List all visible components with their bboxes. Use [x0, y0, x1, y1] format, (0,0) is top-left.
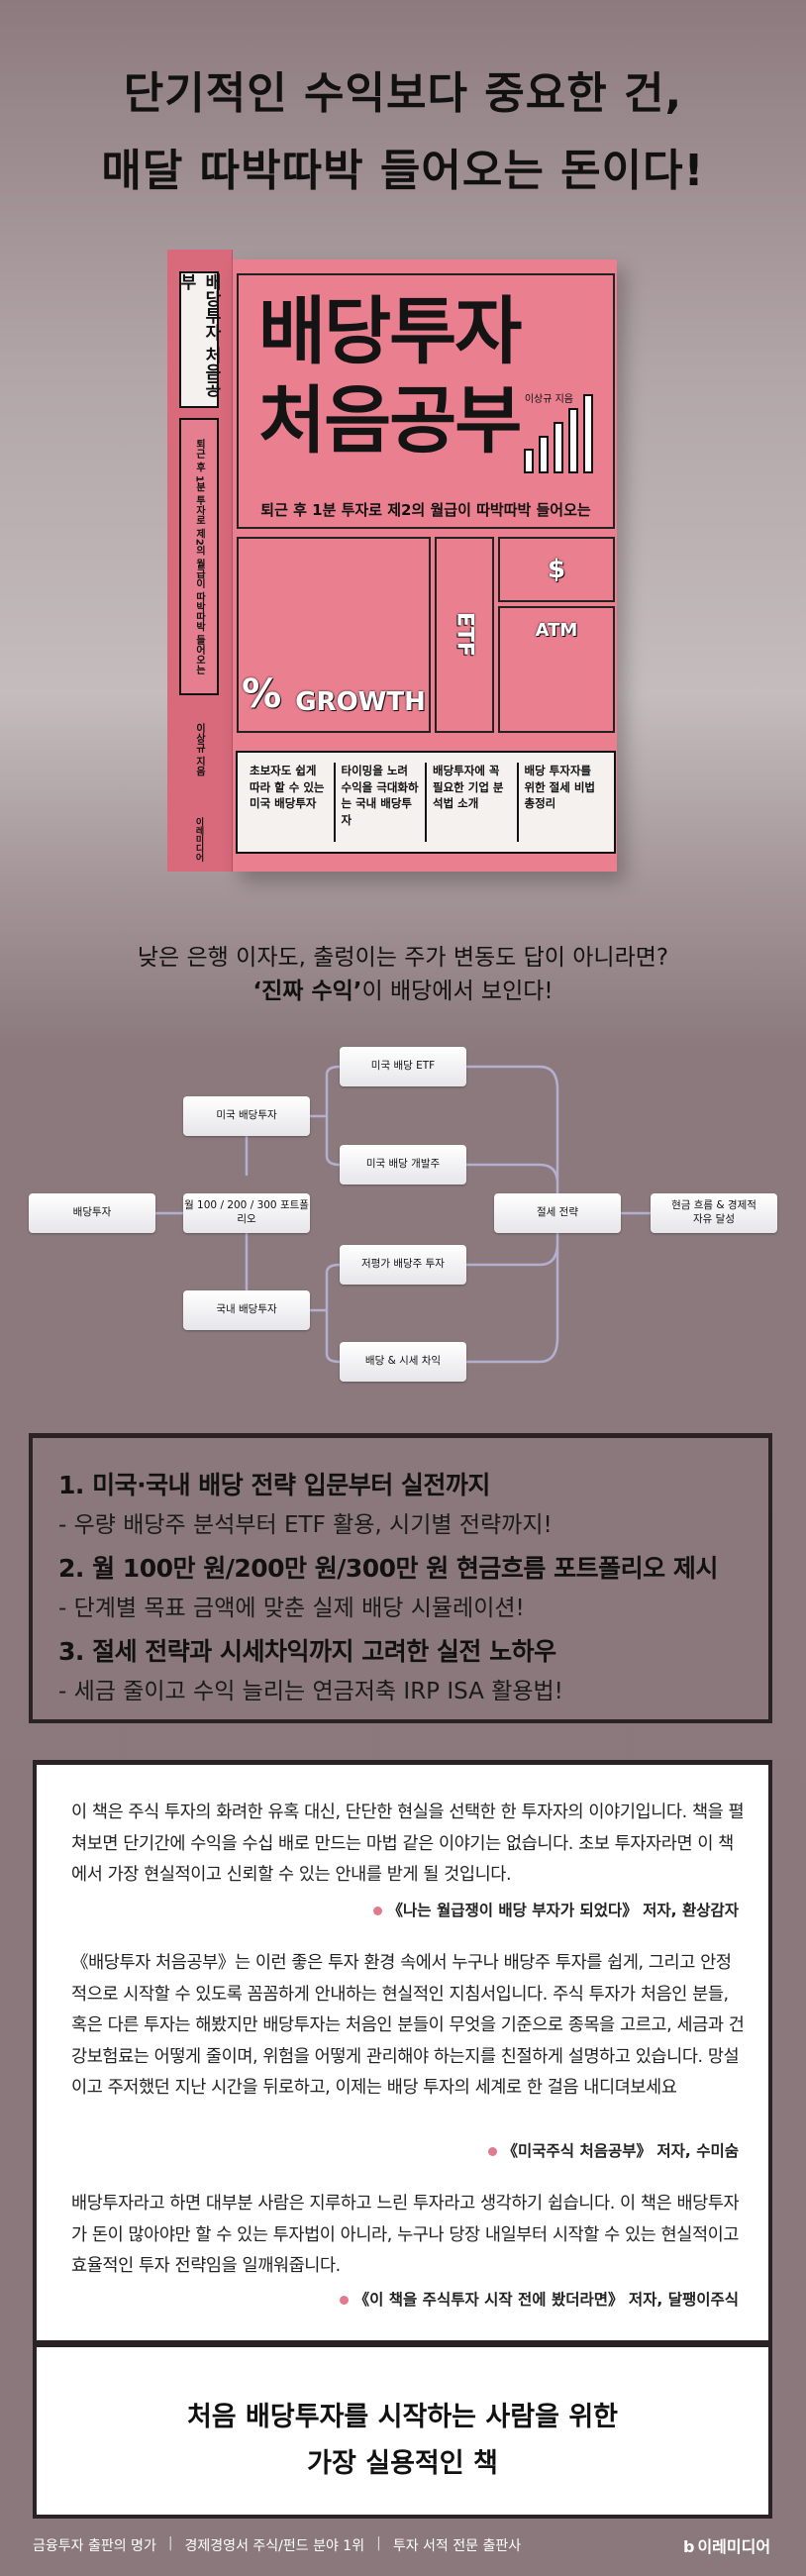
node-goal: 현금 흐름 & 경제적 자유 달성 — [651, 1193, 777, 1233]
cover-title-box: 배당투자 처음공부 이상규 지음 퇴근 후 1분 투자로 제2의 월급이 따박따… — [237, 273, 615, 529]
connector — [310, 1263, 341, 1364]
connector — [465, 1233, 559, 1364]
node-root: 배당투자 — [29, 1193, 155, 1233]
lede-emphasis: ‘진짜 수익’ — [252, 979, 362, 1004]
node-us: 미국 배당투자 — [183, 1096, 310, 1136]
cover-feature: 배당투자에 꼭 필요한 기업 분석법 소개 — [427, 763, 519, 842]
growth-chart-icon — [524, 384, 593, 473]
cover-feature: 배당 투자자를 위한 절세 비법 총정리 — [524, 764, 596, 811]
features-box: 1. 미국·국내 배당 전략 입문부터 실전까지 - 우량 배당주 분석부터 E… — [29, 1433, 772, 1723]
cover-feature: 초보자도 쉽게 따라 할 수 있는 미국 배당투자 — [244, 763, 336, 842]
cover-feature-strip: 초보자도 쉽게 따라 할 수 있는 미국 배당투자 타이밍을 노려 수익을 극대… — [236, 751, 616, 854]
feature-title: 1. 미국·국내 배당 전략 입문부터 실전까지 — [58, 1471, 490, 1499]
node-us-etf: 미국 배당 ETF — [340, 1047, 466, 1086]
connector — [310, 1065, 341, 1167]
node-kr-gain: 배당 & 시세 차익 — [340, 1342, 466, 1382]
feature-desc: - 우량 배당주 분석부터 ETF 활용, 시기별 전략까지! — [58, 1512, 553, 1538]
node-kr: 국내 배당투자 — [183, 1290, 310, 1330]
headline-line1: 단기적인 수익보다 중요한 건, — [123, 68, 683, 119]
testimonial-text: 《배당투자 처음공부》는 이런 좋은 투자 환경 속에서 누구나 배당주 투자를… — [71, 1953, 745, 2098]
spine-subtitle: 퇴근 후 1분 투자로 제2의 월급이 따박따박 들어오는 — [179, 418, 219, 695]
testimonial-attribution: 《이 책을 주식투자 시작 전에 봤더라면》 저자, 달팽이주식 — [340, 2288, 739, 2310]
lede-line1: 낮은 은행 이자도, 출렁이는 주가 변동도 답이 아니라면? — [137, 945, 669, 971]
feature-title: 2. 월 100만 원/200만 원/300만 원 현금흐름 포트폴리오 제시 — [58, 1554, 718, 1583]
footer-item: 경제경영서 주식/펀드 분야 1위 — [184, 2538, 365, 2554]
panel-etf: ETF — [435, 537, 494, 733]
spine-title: 배당투자 처음공부 — [176, 271, 221, 408]
book-cover: 배당투자 처음공부 이상규 지음 퇴근 후 1분 투자로 제2의 월급이 따박따… — [233, 259, 617, 872]
node-kr-value: 저평가 배당주 투자 — [340, 1245, 466, 1285]
feature-title: 3. 절세 전략과 시세차익까지 고려한 실전 노하우 — [58, 1637, 556, 1666]
footer-separator: | — [167, 2535, 173, 2551]
closing-line2: 가장 실용적인 책 — [307, 2448, 498, 2479]
cover-subtitle: 퇴근 후 1분 투자로 제2의 월급이 따박따박 들어오는 — [260, 501, 591, 519]
percent-icon: % — [242, 671, 282, 717]
panel-atm: ATM — [498, 606, 615, 733]
footer-taglines: 금융투자 출판의 명가 | 경제경영서 주식/펀드 분야 1위 | 투자 서적 … — [33, 2535, 521, 2555]
b-logo-icon: b — [683, 2537, 695, 2556]
testimonial-attribution: 《나는 월급쟁이 배당 부자가 되었다》 저자, 환상감자 — [373, 1899, 739, 1920]
cover-title-line2: 처음공부 — [258, 378, 522, 464]
headline-line2: 매달 따박따박 들어오는 돈이다! — [101, 146, 705, 196]
node-tax: 절세 전략 — [494, 1193, 621, 1233]
testimonial-text: 배당투자라고 하면 대부분 사람은 지루하고 느린 투자라고 생각하기 쉽습니다… — [71, 2194, 740, 2276]
closing-line1: 처음 배당투자를 시작하는 사람을 위한 — [186, 2402, 619, 2432]
node-portfolio: 월 100 / 200 / 300 포트폴리오 — [183, 1193, 310, 1233]
cover-title-line1: 배당투자 — [258, 289, 522, 374]
book-spine: 배당투자 처음공부 퇴근 후 1분 투자로 제2의 월급이 따박따박 들어오는 … — [167, 250, 233, 872]
lede-line2: ‘진짜 수익’이 배당에서 보인다! — [0, 972, 806, 1005]
feature-desc: - 단계별 목표 금액에 맞춘 실제 배당 시뮬레이션! — [58, 1596, 525, 1621]
connector — [465, 1065, 559, 1193]
growth-label: GROWTH — [295, 687, 426, 717]
spine-author: 이상규 지음 — [193, 723, 205, 776]
lede-rest: 이 배당에서 보인다! — [361, 979, 554, 1004]
panel-money-bag: $ — [498, 537, 615, 602]
footer-item: 투자 서적 전문 출판사 — [392, 2538, 522, 2554]
footer-separator: | — [376, 2535, 381, 2551]
feature-desc: - 세금 줄이고 수익 늘리는 연금저축 IRP ISA 활용법! — [58, 1679, 563, 1704]
footer-item: 금융투자 출판의 명가 — [33, 2538, 156, 2554]
testimonials-box: 이 책은 주식 투자의 화려한 유혹 대신, 단단한 현실을 선택한 한 투자자… — [33, 1760, 772, 2344]
testimonial-attribution: 《미국주식 처음공부》 저자, 수미숨 — [488, 2139, 739, 2161]
panel-growth: % GROWTH — [237, 537, 431, 733]
node-us-growth: 미국 배당 개발주 — [340, 1145, 466, 1185]
diagram-connectors — [154, 1065, 651, 1364]
spine-publisher: 이레미디어 — [193, 816, 204, 862]
cover-author: 이상규 지음 — [524, 394, 573, 405]
publisher-name: 이레미디어 — [697, 2537, 771, 2556]
testimonial-text: 이 책은 주식 투자의 화려한 유혹 대신, 단단한 현실을 선택한 한 투자자… — [71, 1803, 745, 1885]
closing-box: 처음 배당투자를 시작하는 사람을 위한 가장 실용적인 책 — [33, 2342, 772, 2519]
cover-feature: 타이밍을 노려 수익을 극대화하는 국내 배당투자 — [336, 763, 427, 842]
